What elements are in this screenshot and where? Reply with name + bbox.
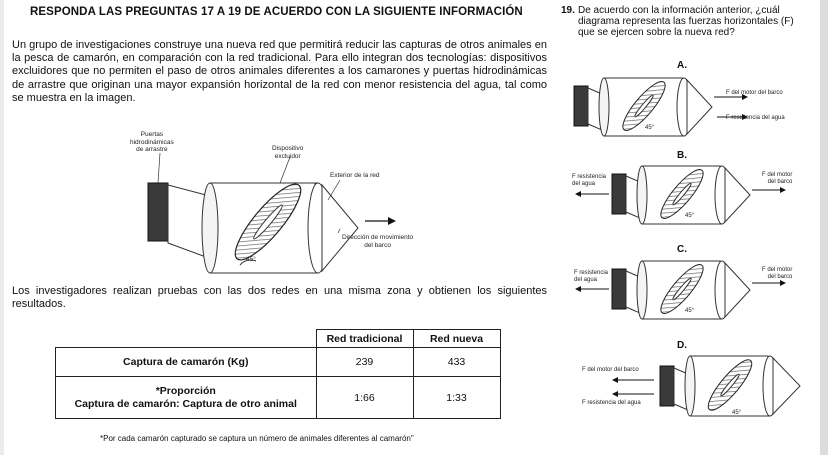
intro-paragraph: Un grupo de investigaciones construye un… (12, 39, 547, 104)
option-b-right-force: F del motor del barco (762, 172, 792, 186)
option-c-angle: 45° (685, 308, 695, 314)
label-direccion-line2: del barco (364, 241, 391, 249)
option-c-right-force-line2: del barco (767, 274, 793, 280)
net-diagram (147, 152, 396, 274)
table-row: *Proporción Captura de camarón: Captura … (55, 376, 501, 419)
section-heading: RESPONDA LAS PREGUNTAS 17 A 19 DE ACUERD… (30, 6, 523, 18)
option-b-right-force-line1: F del motor (762, 172, 793, 178)
label-dispositivo: Dispositivo excluidor (272, 145, 303, 160)
excluder-slot (253, 204, 283, 240)
option-d-letter[interactable]: D. (677, 340, 687, 351)
label-puertas-line1: Puertas (140, 131, 164, 138)
table-row: Captura de camarón (Kg) 239 433 (55, 347, 501, 377)
option-c-left-force-line1: F resistencia (574, 270, 609, 276)
option-c-right-force-line1: F del motor (762, 267, 793, 273)
option-c-left-force: F resistencia del agua (574, 270, 608, 284)
label-puertas-line3: de arrastre (136, 146, 168, 153)
option-a-bottom-force: F resistencia del agua (726, 115, 785, 121)
results-table: Red tradicional Red nueva Captura de cam… (55, 329, 501, 419)
table-corner (56, 330, 317, 348)
row-label-proporcion-line1: *Proporción (155, 384, 216, 397)
label-exterior: Exterior de la red (330, 172, 380, 179)
table-header-row: Red tradicional Red nueva (56, 329, 501, 348)
option-b-diagram[interactable] (610, 160, 810, 228)
option-a-angle: 45° (645, 125, 655, 131)
label-dispositivo-line1: Dispositivo (272, 145, 304, 152)
option-c-left-force-line2: del agua (574, 277, 598, 283)
option-b-left-force: F resistencia del agua (572, 174, 606, 188)
label-direccion: Dirección de movimiento del barco (342, 234, 413, 249)
col-header-tradicional: Red tradicional (315, 329, 414, 348)
label-dispositivo-line2: excluidor (274, 152, 301, 160)
door-connector (167, 184, 207, 258)
cell-captura-nueva: 433 (412, 347, 501, 377)
cell-captura-tradicional: 239 (315, 347, 414, 377)
footnote: *Por cada camarón capturado se captura u… (100, 434, 414, 443)
question-number: 19. (561, 5, 575, 16)
cell-proporcion-tradicional: 1:66 (315, 376, 414, 419)
page-right-edge (820, 0, 828, 455)
option-b-angle: 45° (685, 213, 695, 219)
option-c-right-force: F del motor del barco (762, 267, 792, 281)
net-left-end (201, 182, 219, 274)
option-a-diagram[interactable] (572, 72, 822, 140)
label-puertas-line2: hidrodinámicas (130, 138, 174, 146)
option-d-bottom-force: F resistencia del agua (582, 400, 641, 406)
option-b-left-arrow (575, 191, 609, 197)
results-paragraph: Los investigadores realizan pruebas con … (12, 285, 547, 311)
trawl-door (147, 182, 169, 242)
option-c-diagram[interactable] (610, 255, 810, 323)
page-left-edge (0, 0, 4, 455)
angle-label: 45° (246, 256, 256, 263)
row-label-proporcion-line2: Captura de camarón: Captura de otro anim… (74, 397, 297, 410)
angle-arc (239, 259, 257, 266)
net-cone (321, 183, 359, 273)
cell-proporcion-nueva: 1:33 (412, 376, 501, 419)
option-b-right-force-line2: del barco (767, 179, 793, 185)
row-label-captura: Captura de camarón (Kg) (55, 347, 317, 377)
option-c-left-arrow (575, 286, 609, 292)
option-d-top-force: F del motor del barco (582, 367, 639, 373)
option-c-letter[interactable]: C. (677, 244, 687, 255)
option-a-top-force: F del motor del barco (726, 90, 783, 96)
col-header-nueva: Red nueva (412, 329, 501, 348)
label-direccion-line1: Dirección de movimiento (342, 234, 414, 241)
option-b-left-force-line2: del agua (572, 181, 596, 187)
option-d-diagram[interactable] (610, 350, 810, 422)
row-label-proporcion: *Proporción Captura de camarón: Captura … (55, 376, 317, 419)
option-a-letter[interactable]: A. (677, 60, 687, 71)
label-puertas: Puertas hidrodinámicas de arrastre (130, 131, 174, 154)
option-b-left-force-line1: F resistencia (572, 174, 607, 180)
option-b-letter[interactable]: B. (677, 150, 687, 161)
question-text: De acuerdo con la información anterior, … (578, 5, 794, 38)
option-d-angle: 45° (732, 410, 742, 416)
